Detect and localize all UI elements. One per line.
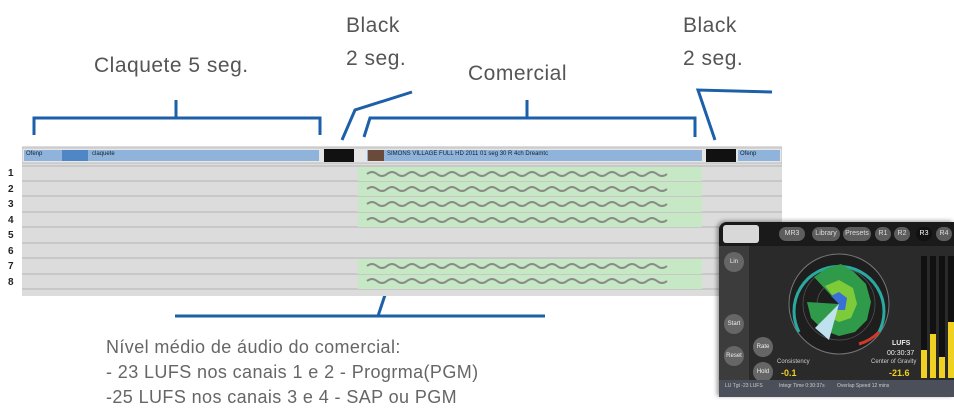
track-number: 6 — [8, 246, 14, 257]
side-button-start[interactable]: Start — [724, 314, 744, 334]
tab-mr3[interactable]: MR3 — [779, 227, 805, 241]
meter-logo-icon — [723, 225, 759, 243]
clip-end-label-1: Ofenp — [26, 151, 43, 157]
note-line-2: - 23 LUFS nos canais 1 e 2 - Progrma(PGM… — [106, 362, 479, 382]
radar-display — [719, 253, 954, 397]
timeline-graphics — [22, 146, 782, 296]
side-button-hold[interactable]: Hold — [753, 362, 773, 382]
pointer-black-1 — [340, 90, 413, 141]
loudness-meter-panel: MR3 Library Presets R1 R2 R3 R4 Lin Star… — [719, 222, 954, 397]
label-claquete: Claquete 5 seg. — [94, 54, 249, 77]
side-button-reset[interactable]: Reset — [724, 346, 744, 366]
label-comercial: Comercial — [468, 62, 568, 85]
label-black-2-line1: Black — [683, 14, 737, 37]
consistency-value: -0.1 — [781, 368, 797, 378]
tab-r3[interactable]: R3 — [916, 227, 932, 241]
footer-item: LU Tgt -23 LUFS — [725, 383, 763, 389]
track-number: 2 — [8, 184, 14, 195]
track-number: 3 — [8, 199, 14, 210]
footer-item: Integr Time 0:30:37s — [779, 383, 825, 389]
clip-claquete — [24, 150, 319, 161]
clip-claquete-label: claquete — [92, 151, 115, 157]
clip-end — [738, 150, 780, 161]
track-number: 4 — [8, 215, 14, 226]
readout-label: LUFS — [892, 340, 911, 347]
tab-presets[interactable]: Presets — [843, 227, 871, 241]
clip-comercial — [367, 150, 702, 161]
label-black-1-line2: 2 seg. — [346, 47, 407, 70]
track-number: 8 — [8, 277, 14, 288]
label-black-2-line2: 2 seg. — [683, 47, 744, 70]
tab-r1[interactable]: R1 — [875, 227, 891, 241]
clip-comercial-label: SIMONS VILLAGE FULL HD 2011 01 seg 30 R … — [387, 151, 549, 157]
tab-r4[interactable]: R4 — [936, 227, 952, 241]
track-number: 5 — [8, 230, 14, 241]
tab-library[interactable]: Library — [812, 227, 840, 241]
consistency-label: Consistency — [777, 359, 810, 365]
waveforms — [366, 171, 668, 284]
waveform-regions — [358, 167, 702, 289]
note-line-3: -25 LUFS nos canais 3 e 4 - SAP ou PGM — [106, 387, 458, 407]
readout-time: 00:30:37 — [887, 350, 915, 357]
clip-end-label-2: Ofenp — [740, 151, 757, 157]
black-block-2 — [706, 149, 736, 162]
pointer-black-2 — [695, 88, 773, 141]
note-line-1: Nível médio de áudio do comercial: — [106, 337, 401, 357]
footer-item: Overlap Speed 12 mins — [837, 383, 890, 389]
bracket-claquete — [32, 100, 322, 135]
track-number: 7 — [8, 261, 14, 272]
readout-center-label: Center of Gravity — [871, 359, 917, 365]
black-block-1 — [324, 149, 354, 162]
track-number: 1 — [8, 168, 14, 179]
readout-value: -21.6 — [889, 368, 910, 378]
timeline-panel: claquete SIMONS VILLAGE FULL HD 2011 01 … — [22, 146, 782, 296]
bracket-comercial — [362, 100, 697, 138]
side-button-rate[interactable]: Rate — [753, 337, 773, 357]
label-black-1-line1: Black — [346, 14, 400, 37]
tab-r2[interactable]: R2 — [894, 227, 910, 241]
side-button-lin[interactable]: Lin — [724, 252, 744, 272]
